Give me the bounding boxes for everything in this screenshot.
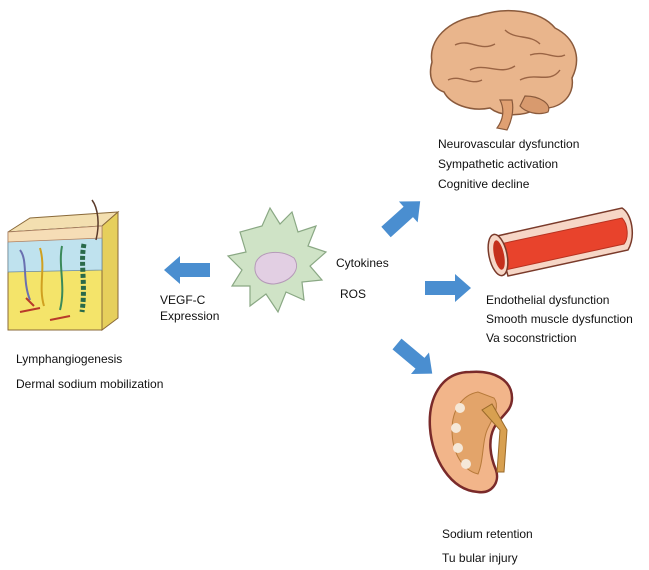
brain-icon — [429, 9, 578, 131]
kidney-effects-label: Sodium retention Tu bular injury — [442, 522, 533, 570]
vessel-effect-1: Endothelial dysfunction — [486, 293, 610, 307]
vessel-effects-label: Endothelial dysfunction Smooth muscle dy… — [486, 291, 633, 348]
cytokines-label: Cytokines — [336, 256, 389, 270]
skin-effects-label: Lymphangiogenesis Dermal sodium mobiliza… — [16, 347, 163, 397]
vegf-c-line-2: Expression — [160, 309, 220, 323]
brain-effects-label: Neurovascular dysfunction Sympathetic ac… — [438, 134, 579, 194]
vessel-effect-3: Va soconstriction — [486, 331, 577, 345]
arrow-to-kidney — [392, 338, 433, 375]
blood-vessel-icon — [487, 207, 634, 277]
arrow-to-brain — [381, 201, 421, 238]
brain-effect-2: Sympathetic activation — [438, 157, 559, 171]
skin-section-icon — [7, 199, 120, 331]
kidney-effect-1: Sodium retention — [442, 527, 533, 541]
vessel-effect-2: Smooth muscle dysfunction — [486, 312, 633, 326]
vegf-c-label: VEGF-C Expression — [160, 292, 219, 324]
kidney-icon — [428, 370, 514, 494]
arrow-to-skin — [164, 256, 210, 284]
brain-effect-1: Neurovascular dysfunction — [438, 137, 580, 151]
arrow-to-vessel — [425, 274, 471, 302]
skin-effect-2: Dermal sodium mobilization — [16, 377, 164, 391]
ros-label: ROS — [340, 287, 367, 301]
skin-effect-1: Lymphangiogenesis — [16, 352, 123, 366]
kidney-effect-2: Tu bular injury — [442, 551, 518, 565]
macrophage-icon — [226, 206, 328, 314]
vegf-c-line-1: VEGF-C — [160, 293, 206, 307]
brain-effect-3: Cognitive decline — [438, 177, 530, 191]
